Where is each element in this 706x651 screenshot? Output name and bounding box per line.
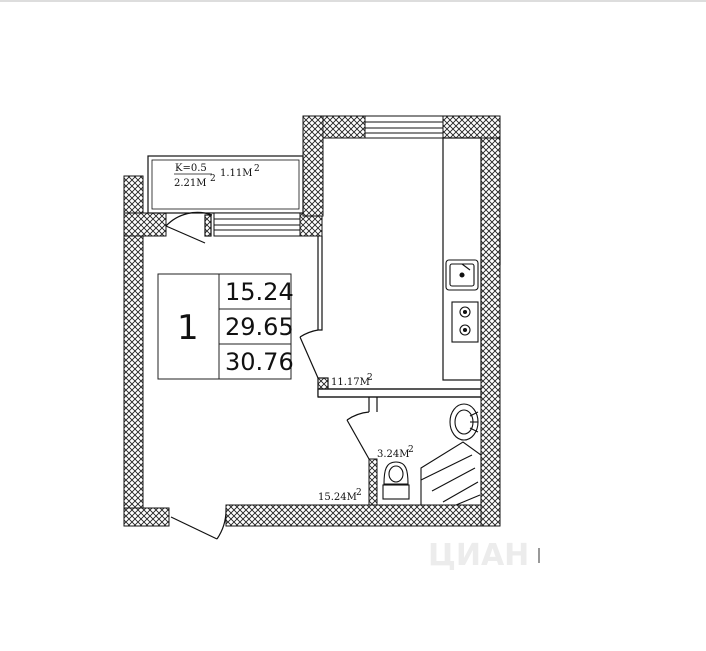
balcony-coefficient: K=0.5 [175,163,207,174]
room-count: 1 [177,308,199,348]
toilet-icon [382,461,410,500]
bathroom-area-sup: 2 [408,445,414,455]
window-kitchen [364,115,444,139]
balcony-area-full: 2.21M [174,178,207,189]
living-room-area-sup: 2 [356,488,362,498]
partitions [317,236,482,412]
window-living [213,212,301,237]
area-with-balcony: 30.76 [225,348,294,376]
kitchen-area-sup: 2 [367,373,373,383]
balcony-area-reduced-sup: 2 [254,164,260,174]
walls [123,115,501,527]
living-room-area: 15.24M [318,492,357,503]
kitchen-counter [442,137,482,381]
area-living: 15.24 [225,278,294,306]
balcony [147,155,304,214]
kitchen-area: 11.17M [331,377,370,388]
bathtub-icon [420,441,482,506]
balcony-area-reduced: 1.11M [220,168,253,179]
door-balcony [165,211,213,244]
washbasin-icon [449,403,479,441]
watermark-logo: ЦИАН [428,538,529,573]
balcony-area-full-sup: 2 [210,174,216,184]
apartment-summary-table [157,273,292,380]
door-bathroom [346,411,370,460]
area-total: 29.65 [225,313,294,341]
door-entrance [170,507,227,540]
stove-icon [451,301,479,343]
bathroom-area: 3.24M [377,449,410,460]
door-kitchen [299,329,319,379]
sink-icon [445,259,479,291]
